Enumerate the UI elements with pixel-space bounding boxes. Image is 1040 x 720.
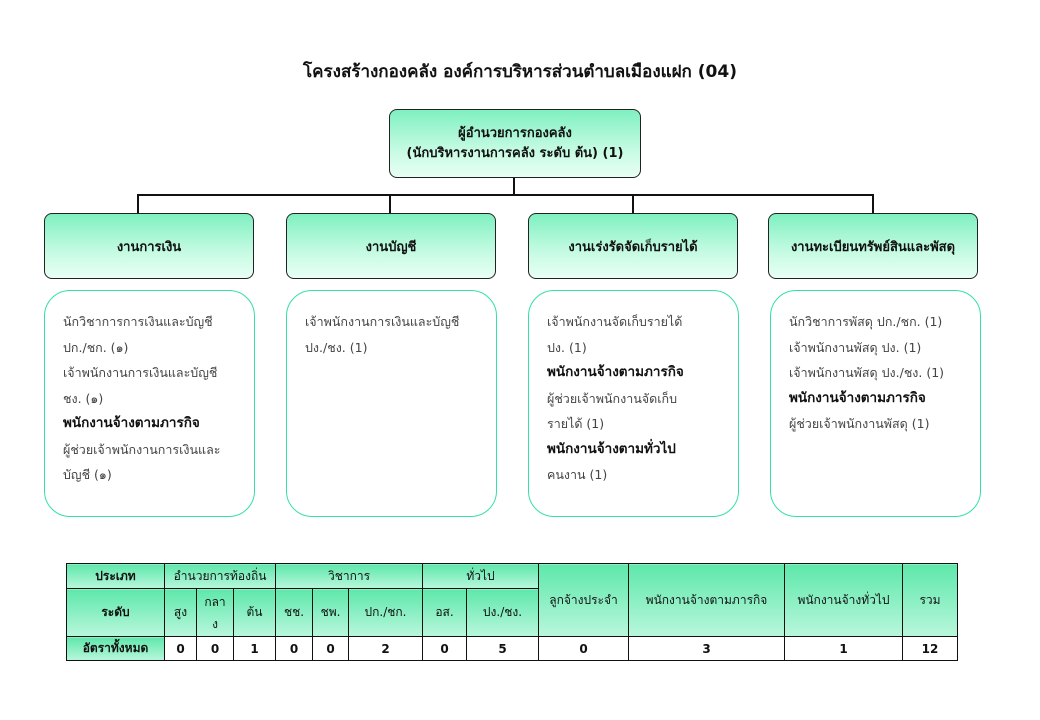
group-permanent-worker: ลูกจ้างประจำ <box>538 563 629 637</box>
connector-unit-1 <box>137 194 139 213</box>
value-low: 1 <box>233 636 276 661</box>
type-label: ประเภท <box>66 563 165 589</box>
position-line: นักวิชาการการเงินและบัญชี <box>63 314 213 329</box>
position-line: เจ้าพนักงานการเงินและบัญชี <box>305 314 460 329</box>
position-line: ปง. (1) <box>547 339 587 355</box>
value-pg-chg: 5 <box>466 636 539 661</box>
unit-assets-header: งานทะเบียนทรัพย์สินและพัสดุ <box>768 213 978 279</box>
value-mission-employee: 3 <box>628 636 785 661</box>
director-title: ผู้อำนวยการกองคลัง <box>458 125 572 141</box>
unit-finance-details: นักวิชาการการเงินและบัญชีปก./ชก. (๑) เจ้า… <box>44 290 255 517</box>
level-mid-part-2: ง <box>212 616 218 631</box>
connector-unit-2 <box>389 194 391 213</box>
value-as: 0 <box>422 636 467 661</box>
level-chp: ชพ. <box>312 588 349 637</box>
group-local-director: อำนวยการท้องถิ่น <box>164 563 276 589</box>
unit-accounting-details: เจ้าพนักงานการเงินและบัญชีปง./ชง. (1) <box>286 290 497 517</box>
unit-revenue-header: งานเร่งรัดจัดเก็บรายได้ <box>528 213 738 279</box>
connector-unit-3 <box>632 194 634 213</box>
position-line: เจ้าพนักงานพัสดุ ปง./ชง. (1) <box>789 365 945 380</box>
employee-category-label: พนักงานจ้างตามภารกิจ <box>547 364 684 380</box>
level-low: ต้น <box>233 588 276 637</box>
level-pg-chg: ปง./ชง. <box>466 588 539 637</box>
level-pk-chk: ปก./ชก. <box>348 588 423 637</box>
staff-summary-table: ประเภท อำนวยการท้องถิ่น วิชาการ ทั่วไป ล… <box>66 563 958 661</box>
position-line: ผู้ช่วยเจ้าพนักงานพัสดุ (1) <box>789 416 930 431</box>
value-permanent-worker: 0 <box>538 636 629 661</box>
unit-finance-header: งานการเงิน <box>44 213 254 279</box>
level-chch: ชช. <box>275 588 313 637</box>
position-line: คนงาน (1) <box>547 467 608 482</box>
level-mid-part-1: กลา <box>204 594 226 609</box>
level-label: ระดับ <box>66 588 165 637</box>
position-line: ปก./ชก. (๑) <box>63 339 129 355</box>
director-position: (นักบริหารงานการคลัง ระดับ ต้น) (1) <box>406 145 624 161</box>
position-line: เจ้าพนักงานการเงินและบัญชี <box>63 365 218 380</box>
director-box: ผู้อำนวยการกองคลัง (นักบริหารงานการคลัง … <box>389 109 641 178</box>
value-general-employee: 1 <box>784 636 903 661</box>
group-general-employee: พนักงานจ้างทั่วไป <box>784 563 903 637</box>
group-mission-employee: พนักงานจ้างตามภารกิจ <box>628 563 785 637</box>
unit-revenue-details: เจ้าพนักงานจัดเก็บรายได้ปง. (1) พนักงานจ้… <box>528 290 739 517</box>
employee-category-label: พนักงานจ้างตามภารกิจ <box>63 415 200 431</box>
position-line: เจ้าพนักงานจัดเก็บรายได้ <box>547 314 683 329</box>
value-chp: 0 <box>312 636 349 661</box>
level-mid: กลา ง <box>196 588 234 637</box>
position-line: บัญชี (๑) <box>63 467 112 482</box>
connector-unit-4 <box>872 194 874 213</box>
position-line: ผู้ช่วยเจ้าพนักงานการเงินและ <box>63 441 221 457</box>
value-chch: 0 <box>275 636 313 661</box>
employee-category-label: พนักงานจ้างตามภารกิจ <box>789 389 926 406</box>
position-line: ชง. (๑) <box>63 390 104 406</box>
position-line: ปง./ชง. (1) <box>305 339 368 355</box>
page-title: โครงสร้างกองคลัง องค์การบริหารส่วนตำบลเม… <box>303 62 737 82</box>
connector-root-down <box>513 178 515 195</box>
employee-category-label: พนักงานจ้างตามทั่วไป <box>547 440 676 457</box>
unit-assets-details: นักวิชาการพัสดุ ปก./ชก. (1) เจ้าพนักงานพั… <box>770 290 981 517</box>
position-line: รายได้ (1) <box>547 416 605 431</box>
group-academic: วิชาการ <box>275 563 423 589</box>
connector-horizontal <box>137 194 874 196</box>
position-line: นักวิชาการพัสดุ ปก./ชก. (1) <box>789 314 943 329</box>
unit-accounting-header: งานบัญชี <box>286 213 496 279</box>
value-total: 12 <box>902 636 958 661</box>
position-line: ผู้ช่วยเจ้าพนักงานจัดเก็บ <box>547 390 678 406</box>
value-mid: 0 <box>196 636 234 661</box>
level-as: อส. <box>422 588 467 637</box>
group-total: รวม <box>902 563 958 637</box>
value-high: 0 <box>164 636 197 661</box>
position-line: เจ้าพนักงานพัสดุ ปง. (1) <box>789 339 922 355</box>
value-pk-chk: 2 <box>348 636 423 661</box>
group-general: ทั่วไป <box>422 563 539 589</box>
total-label: อัตราทั้งหมด <box>66 636 165 661</box>
level-high: สูง <box>164 588 197 637</box>
